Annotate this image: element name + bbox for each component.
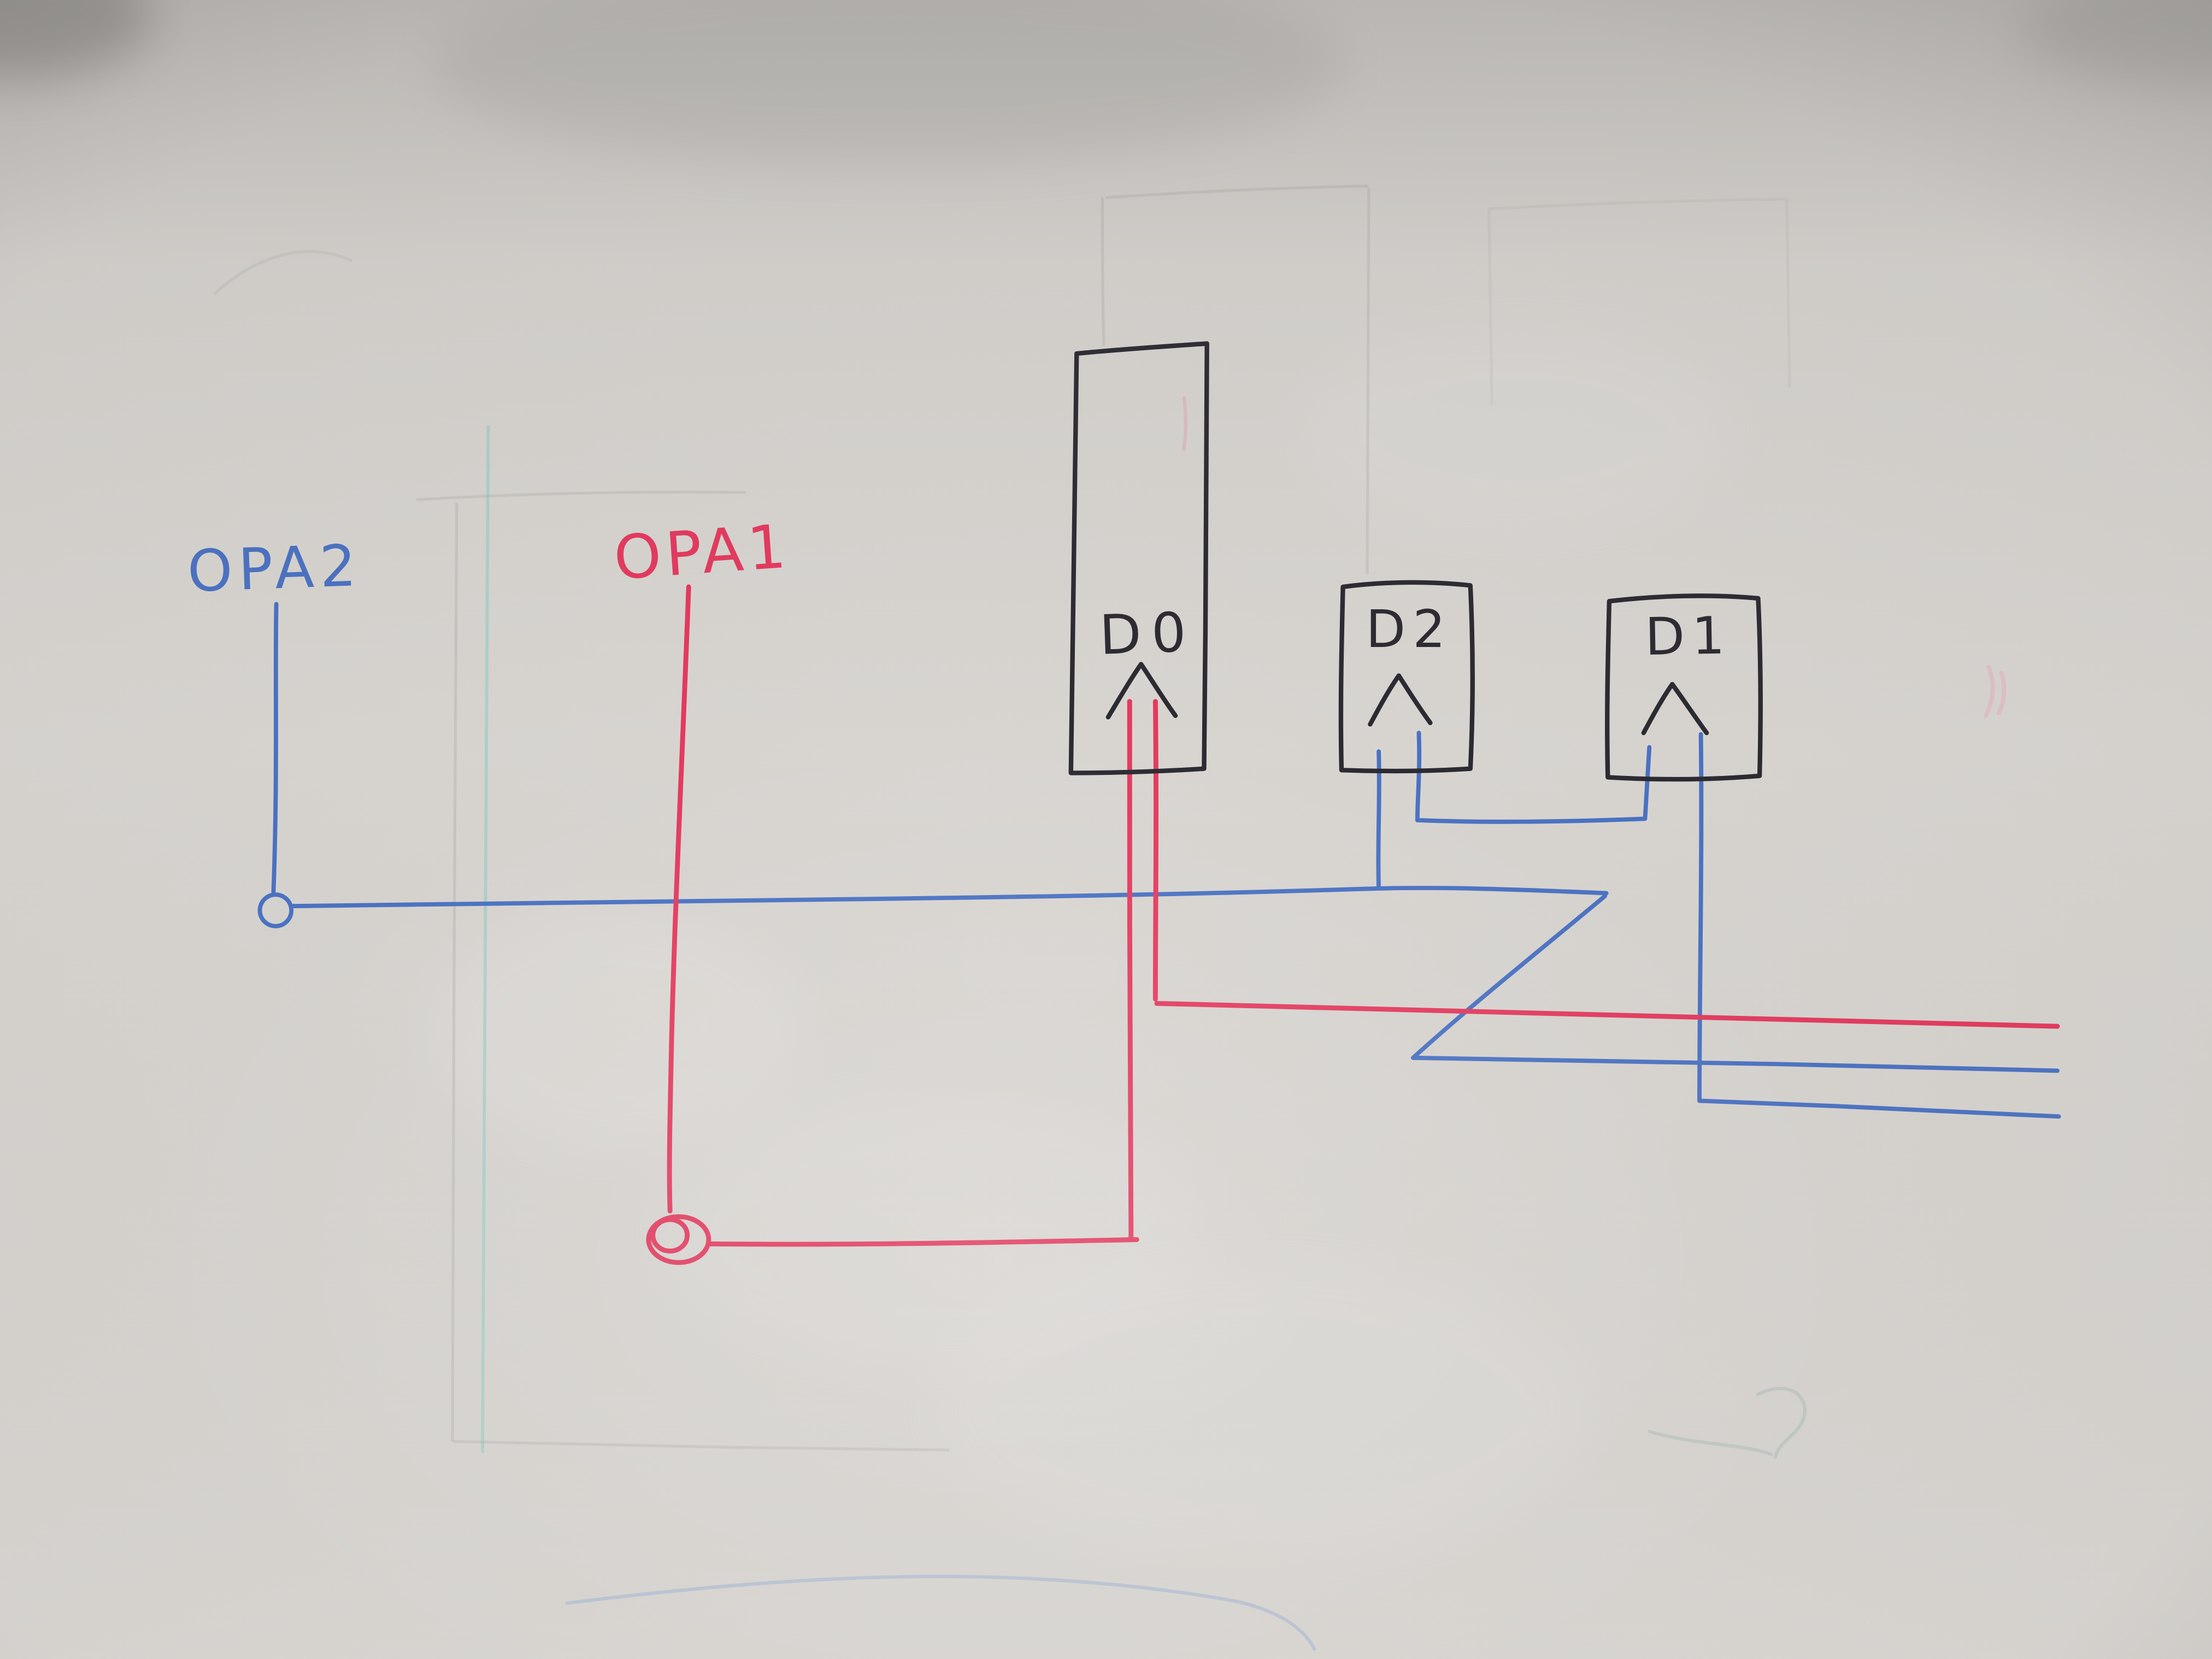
whiteboard-photo: OPA2 OPA1 D0 D2 D1 [0,0,2212,1659]
lighting-vignette [0,0,2212,1659]
whiteboard-canvas: OPA2 OPA1 D0 D2 D1 [0,0,2212,1659]
